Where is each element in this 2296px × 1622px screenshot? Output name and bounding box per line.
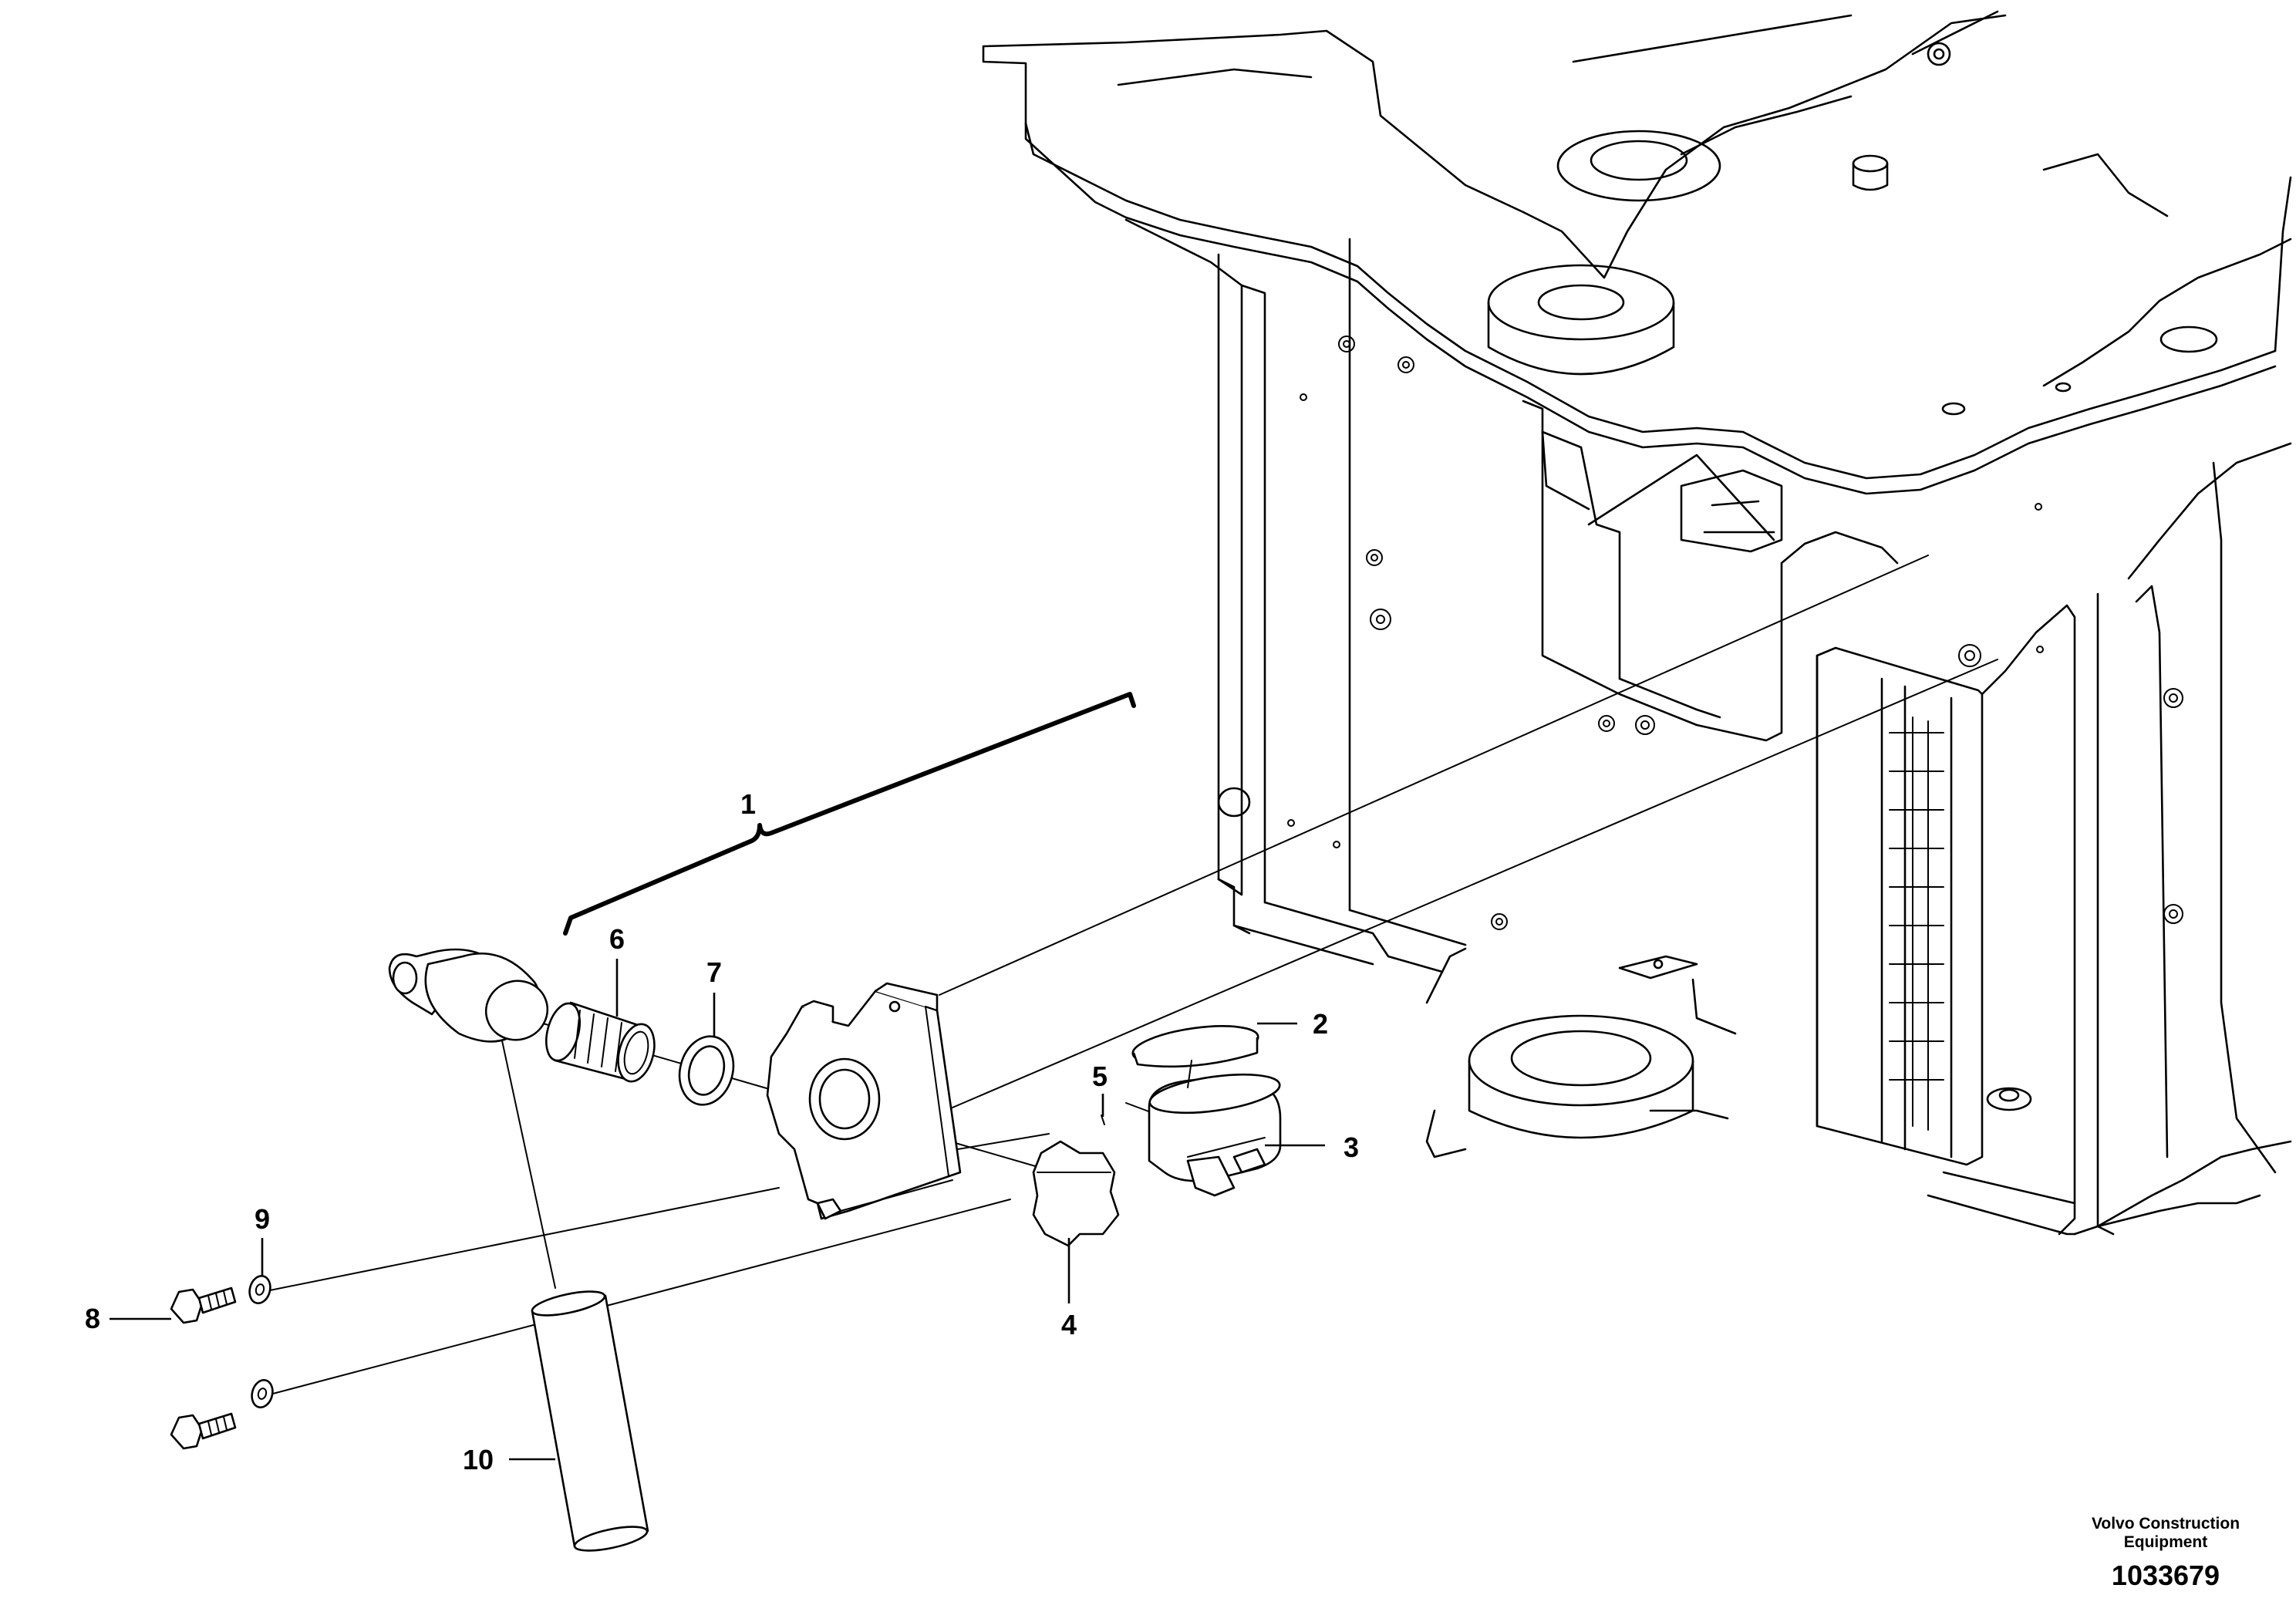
hose-part-upper <box>388 948 549 1043</box>
callout-4: 4 <box>1061 1309 1077 1340</box>
credit-line-2: Equipment <box>2124 1533 2208 1551</box>
mounting-bracket <box>766 982 962 1220</box>
callout-10: 10 <box>463 1444 494 1475</box>
machine-frame <box>982 10 2292 1236</box>
assembly-brace-1 <box>563 692 1136 936</box>
leader-lines <box>110 959 1325 1461</box>
frame-bolts <box>1287 336 2183 930</box>
callout-7: 7 <box>706 956 722 988</box>
callout-5: 5 <box>1092 1061 1108 1092</box>
callout-6: 6 <box>609 923 625 955</box>
credit-line-1: Volvo Construction <box>2092 1515 2240 1533</box>
ring-part-7 <box>678 1035 735 1106</box>
callout-1: 1 <box>740 788 756 820</box>
hose-part-10 <box>531 1290 649 1552</box>
cap-part-3 <box>1148 1073 1282 1197</box>
callout-8: 8 <box>85 1303 100 1334</box>
callout-2: 2 <box>1313 1008 1328 1040</box>
callout-labels: 1 2 3 4 5 6 7 8 9 10 <box>85 788 1359 1475</box>
knob-part-4 <box>1032 1140 1120 1247</box>
sleeve-part-6 <box>545 1001 656 1083</box>
publisher-credit: Volvo Construction Equipment 1033679 <box>2092 1515 2240 1591</box>
callout-3: 3 <box>1344 1131 1359 1163</box>
bolt-part-8 <box>170 1286 237 1450</box>
seal-part-2 <box>1131 1025 1259 1088</box>
washer-part-9 <box>248 1274 274 1409</box>
illustration-number: 1033679 <box>2112 1560 2220 1591</box>
pin-part-5 <box>1101 1114 1105 1125</box>
callout-9: 9 <box>255 1203 270 1235</box>
rail-slots <box>1889 717 1944 1131</box>
